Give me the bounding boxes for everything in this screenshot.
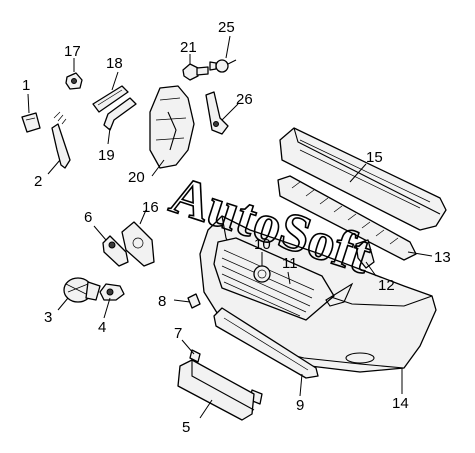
part-1-clip [21, 112, 41, 133]
callout-6: 6 [84, 209, 92, 226]
part-3-fog-lamp [63, 277, 101, 303]
callout-25: 25 [218, 19, 235, 36]
part-18-strip [92, 85, 129, 113]
part-2-bracket [51, 111, 71, 169]
callout-18: 18 [106, 55, 123, 72]
callout-14: 14 [392, 395, 409, 412]
part-17-clip-nut [65, 72, 83, 90]
leader-lines [27, 35, 433, 419]
callout-7: 7 [174, 325, 182, 342]
callout-11: 11 [282, 255, 298, 272]
part-4-bulb-socket [99, 283, 125, 301]
callout-10: 10 [254, 236, 271, 253]
callout-5: 5 [182, 419, 190, 436]
callout-3: 3 [44, 309, 52, 326]
part-15-reinforcement-beam [279, 127, 447, 231]
part-16-side-bracket [121, 221, 155, 267]
part-26-mount-bracket [205, 91, 229, 135]
callout-19: 19 [98, 147, 115, 164]
callout-21: 21 [180, 39, 197, 56]
part-20-headlamp-bracket [149, 85, 195, 169]
callout-labels: 1 2 3 4 5 6 7 8 9 10 11 12 13 14 15 16 1… [22, 19, 451, 436]
callout-13: 13 [434, 249, 451, 266]
callout-1: 1 [22, 77, 30, 94]
part-5-license-plate [177, 359, 255, 421]
callout-26: 26 [236, 91, 253, 108]
part-12-bracket [355, 239, 375, 269]
part-25-screw [209, 59, 237, 73]
part-9-lower-grille [213, 307, 319, 379]
part-6-clip [102, 235, 129, 267]
part-10-emblem [253, 265, 271, 283]
callout-17: 17 [64, 43, 81, 60]
part-13-energy-absorber [277, 175, 417, 261]
callout-4: 4 [98, 319, 106, 336]
callout-8: 8 [158, 293, 166, 310]
callout-9: 9 [296, 397, 304, 414]
callout-20: 20 [128, 169, 145, 186]
callout-2: 2 [34, 173, 42, 190]
callout-12: 12 [378, 277, 395, 294]
callout-15: 15 [366, 149, 383, 166]
part-21-bolt [182, 63, 209, 81]
part-8-small-clip [187, 293, 201, 309]
callout-16: 16 [142, 199, 159, 216]
